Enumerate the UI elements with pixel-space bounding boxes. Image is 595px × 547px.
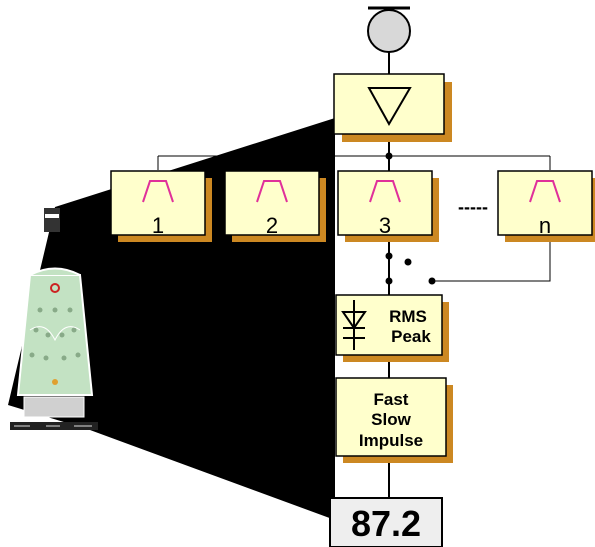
level-display: 87.2 xyxy=(329,497,443,547)
bandpass-filter-icon xyxy=(256,180,288,203)
filter-label: 1 xyxy=(152,213,164,238)
bandpass-filter-icon xyxy=(142,180,174,203)
filter-box-3: 3 xyxy=(337,170,439,242)
filter-box-2: 2 xyxy=(224,170,326,242)
microphone-icon xyxy=(367,6,411,53)
filter-selector-switch xyxy=(385,242,551,285)
sound-level-meter xyxy=(10,208,98,430)
time-weighting-block: Fast Slow Impulse xyxy=(335,377,453,463)
bandpass-filter-icon xyxy=(369,180,401,203)
detector-block: RMS Peak xyxy=(335,294,449,362)
level-readout: 87.2 xyxy=(351,503,421,544)
junction-dot xyxy=(385,152,393,160)
amplifier-triangle-icon xyxy=(367,87,412,127)
time-weighting-slow-label: Slow xyxy=(371,410,411,429)
time-weighting-impulse-label: Impulse xyxy=(359,431,423,450)
filter-label: 2 xyxy=(266,213,278,238)
diode-icon xyxy=(341,300,367,350)
filter-bus xyxy=(157,155,551,170)
filter-ellipsis: ----- xyxy=(458,197,488,217)
bandpass-filter-icon xyxy=(529,180,561,203)
detector-rms-label: RMS xyxy=(389,307,427,326)
time-weighting-fast-label: Fast xyxy=(374,390,409,409)
filter-label: 3 xyxy=(379,213,391,238)
filter-box-n: n xyxy=(497,170,595,242)
preamplifier-block xyxy=(333,73,452,142)
detector-peak-label: Peak xyxy=(391,327,431,346)
filter-box-1: 1 xyxy=(110,170,212,242)
filter-label: n xyxy=(539,213,551,238)
